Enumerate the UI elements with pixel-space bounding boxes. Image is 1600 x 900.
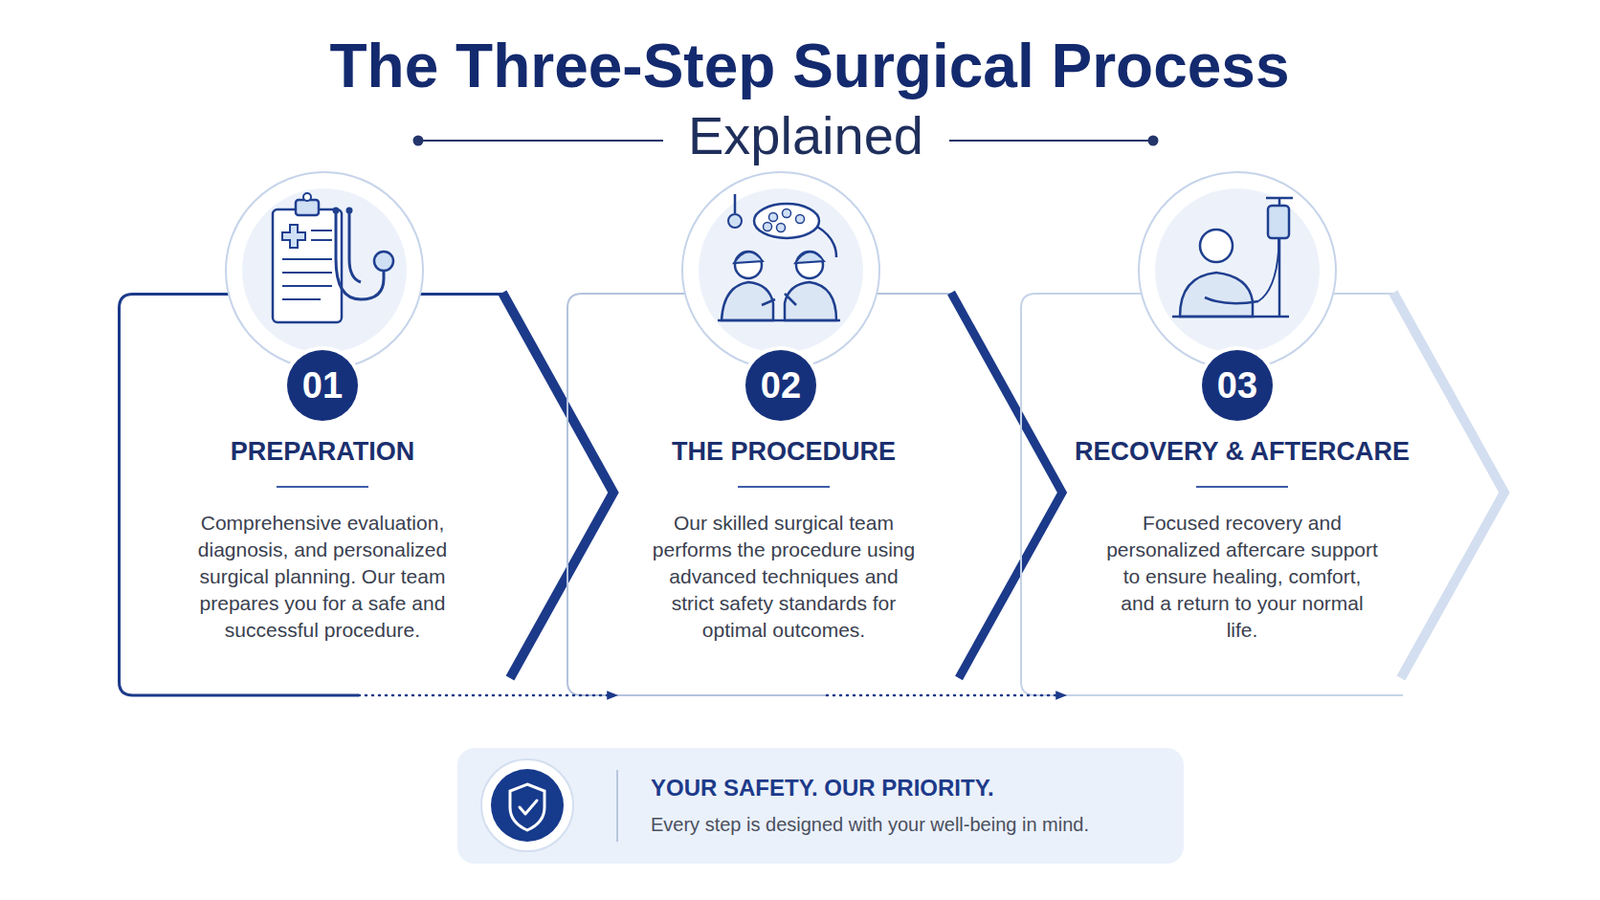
subtitle: Explained xyxy=(5,105,1600,167)
patient-icon xyxy=(1138,172,1336,370)
bed-line xyxy=(1172,315,1289,319)
step-heading: PREPARATION xyxy=(121,436,524,489)
step-panel: THE PROCEDURE Our skilled surgical team p… xyxy=(566,292,1067,699)
patient-arm xyxy=(1204,297,1259,304)
surgical-tools xyxy=(761,293,797,306)
lamp-bulb xyxy=(782,209,792,219)
operating-table xyxy=(717,319,841,323)
surgeon-body xyxy=(721,282,774,321)
step-description: Focused recovery and personalized afterc… xyxy=(1105,510,1380,645)
stethoscope-chestpiece xyxy=(374,251,394,271)
step-number-badge: 02 xyxy=(745,350,817,422)
surgical-lamp xyxy=(754,203,820,239)
stethoscope-earpiece xyxy=(333,207,340,215)
lamp-bulb xyxy=(769,213,778,223)
stethoscope-tube xyxy=(349,213,361,283)
clipboard-icon xyxy=(225,172,423,370)
patient-head xyxy=(1200,229,1233,263)
rule-line xyxy=(949,139,1154,142)
surgeon-body xyxy=(784,282,837,321)
step-description: Our skilled surgical team performs the p… xyxy=(652,510,916,645)
surgeons-icon xyxy=(682,172,880,370)
surgeon-head xyxy=(796,251,823,279)
flow-arrow xyxy=(358,694,618,698)
icon-ring xyxy=(225,172,423,370)
lamp-bulb xyxy=(777,223,786,233)
panel-border xyxy=(1021,293,1403,696)
step-number: 03 xyxy=(1201,350,1273,422)
surgeon-head xyxy=(734,251,762,279)
step-number-badge: 03 xyxy=(1201,350,1273,422)
rule-line xyxy=(418,139,664,142)
rule-dot xyxy=(1149,136,1158,146)
panel-border xyxy=(119,294,504,697)
iv-hook xyxy=(1266,197,1293,200)
hanging-tool xyxy=(733,194,737,214)
step-heading: RECOVERY & AFTERCARE xyxy=(1041,436,1444,489)
iv-pole xyxy=(1278,198,1282,317)
step-panel: PREPARATION Comprehensive evaluation, dia… xyxy=(117,292,618,699)
lamp-arm xyxy=(817,226,837,258)
surgeon-cap xyxy=(733,251,763,264)
banner-heading: YOUR SAFETY. OUR PRIORITY. xyxy=(650,774,1168,803)
banner-text: Every step is designed with your well-be… xyxy=(650,812,1168,838)
clipboard-board xyxy=(272,209,342,323)
stethoscope-earpiece xyxy=(346,207,354,215)
title: The Three-Step Surgical Process xyxy=(9,27,1600,105)
step-number-badge: 01 xyxy=(287,350,358,422)
hanging-tool xyxy=(728,214,742,228)
step-number: 01 xyxy=(287,350,358,422)
surgeon-cap xyxy=(795,251,824,264)
stethoscope-tube xyxy=(335,213,384,300)
step-heading: THE PROCEDURE xyxy=(582,436,985,489)
lamp-bulb xyxy=(796,215,805,224)
lamp-bulb xyxy=(763,222,773,232)
panel-border xyxy=(567,293,952,696)
iv-tube xyxy=(1258,238,1279,302)
step-number: 02 xyxy=(745,350,817,422)
iv-bag xyxy=(1267,205,1289,239)
step-panel: RECOVERY & AFTERCARE Focused recovery and… xyxy=(1020,292,1509,699)
medical-cross xyxy=(282,224,306,248)
step-description: Comprehensive evaluation, diagnosis, and… xyxy=(191,510,455,645)
icon-disc xyxy=(1155,188,1320,354)
form-lines xyxy=(282,230,333,300)
safety-banner: YOUR SAFETY. OUR PRIORITY. Every step is … xyxy=(457,748,1184,865)
flow-arrow xyxy=(826,694,1067,698)
rule-dot xyxy=(414,136,423,146)
icon-ring xyxy=(1138,172,1336,370)
panel-outline xyxy=(1020,292,1509,699)
icon-ring xyxy=(682,172,880,370)
clipboard-hole xyxy=(303,193,312,201)
icon-disc xyxy=(698,188,864,354)
clipboard-clip xyxy=(295,200,319,216)
icon-disc xyxy=(242,188,407,354)
